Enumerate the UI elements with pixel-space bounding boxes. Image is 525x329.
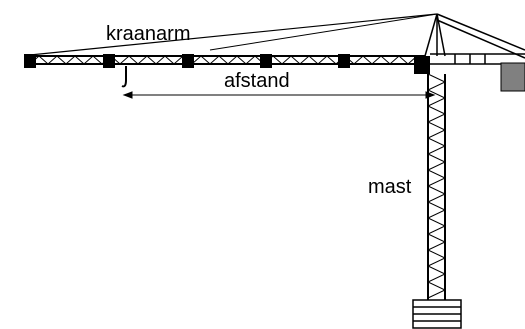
jib-zigzag (29, 55, 418, 65)
mast-lattice (426, 73, 447, 299)
mast (426, 73, 447, 300)
mast-zigzag (426, 73, 447, 299)
counterweight (500, 62, 525, 92)
distance-label: afstand (224, 70, 290, 92)
mast-base (412, 299, 462, 329)
hook-icon (121, 66, 127, 88)
jib-label: kraanarm (106, 23, 190, 45)
jib (29, 13, 438, 65)
crane-apex (424, 13, 525, 59)
mast-label: mast (368, 176, 412, 198)
jib-truss (29, 55, 418, 65)
distance-arrow (122, 91, 436, 99)
jib-blocks (24, 54, 430, 74)
